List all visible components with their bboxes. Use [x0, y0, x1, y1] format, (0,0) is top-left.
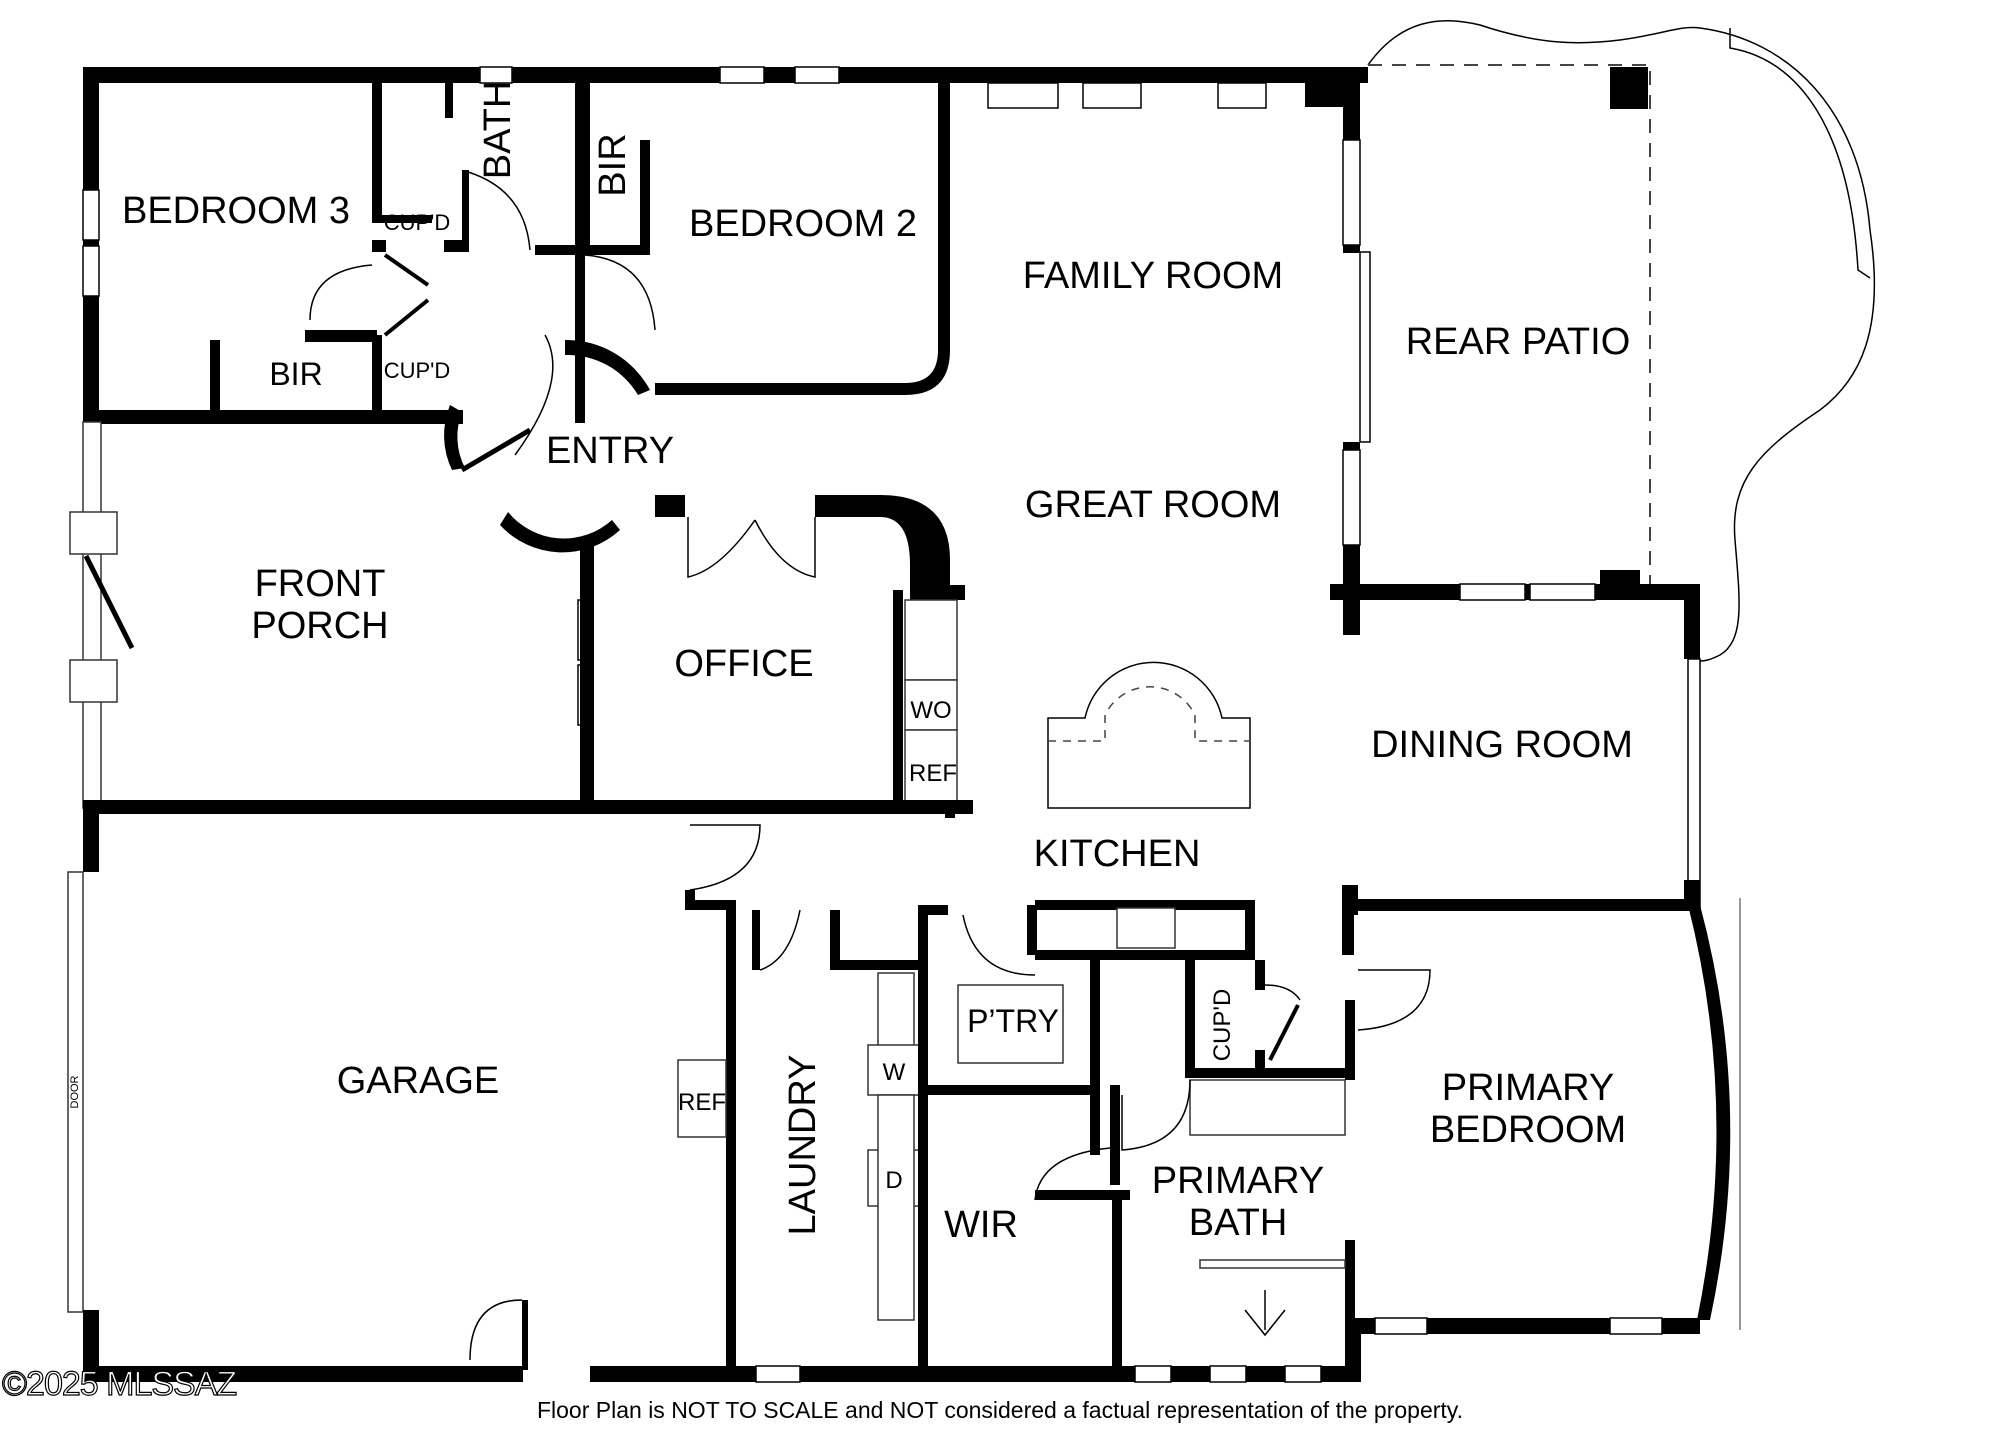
- label-entry: ENTRY: [546, 430, 674, 472]
- room-labels: BEDROOM 3 BEDROOM 2 BATH BIR BIR CUP'D C…: [69, 81, 1633, 1246]
- label-bir-top: BIR: [592, 133, 634, 196]
- label-wo: WO: [910, 697, 951, 724]
- label-office: OFFICE: [674, 643, 813, 685]
- label-cupd-bottom: CUP'D: [384, 358, 451, 383]
- disclaimer-text: Floor Plan is NOT TO SCALE and NOT consi…: [536, 1397, 1463, 1423]
- label-family-room: FAMILY ROOM: [1023, 255, 1283, 297]
- label-wir: WIR: [944, 1204, 1018, 1246]
- label-primary-bath-1: PRIMARY: [1152, 1160, 1324, 1202]
- label-washer: W: [883, 1059, 906, 1086]
- label-rear-patio: REAR PATIO: [1406, 321, 1631, 363]
- label-dryer: D: [885, 1167, 902, 1194]
- rear-patio-outline: [1367, 19, 1876, 662]
- label-cupd-top: CUP'D: [384, 210, 451, 235]
- label-ref-kitchen: REF: [909, 760, 957, 787]
- label-kitchen: KITCHEN: [1034, 833, 1201, 875]
- label-garage-door: DOOR: [69, 1075, 81, 1108]
- label-dining-room: DINING ROOM: [1371, 724, 1633, 766]
- label-front-porch-2: PORCH: [251, 605, 388, 647]
- label-laundry: LAUNDRY: [782, 1055, 824, 1236]
- label-bedroom-2: BEDROOM 2: [689, 203, 917, 245]
- label-pantry: P’TRY: [967, 1003, 1059, 1039]
- label-primary-bedroom-1: PRIMARY: [1442, 1067, 1614, 1109]
- label-front-porch-1: FRONT: [255, 563, 386, 605]
- label-bedroom-3: BEDROOM 3: [122, 190, 350, 232]
- interior-walls: [210, 83, 1355, 1380]
- label-great-room: GREAT ROOM: [1025, 484, 1281, 526]
- door-swings: [309, 171, 1431, 1361]
- label-bath: BATH: [477, 81, 519, 180]
- label-primary-bath-2: BATH: [1189, 1202, 1288, 1244]
- label-cupd-primary: CUP'D: [1209, 989, 1236, 1062]
- label-bir-bedroom3: BIR: [269, 356, 322, 392]
- label-ref-garage: REF: [678, 1089, 726, 1116]
- copyright-watermark: ©2025 MLSSAZ: [1, 1364, 237, 1403]
- label-garage: GARAGE: [337, 1060, 500, 1102]
- label-primary-bedroom-2: BEDROOM: [1430, 1109, 1626, 1151]
